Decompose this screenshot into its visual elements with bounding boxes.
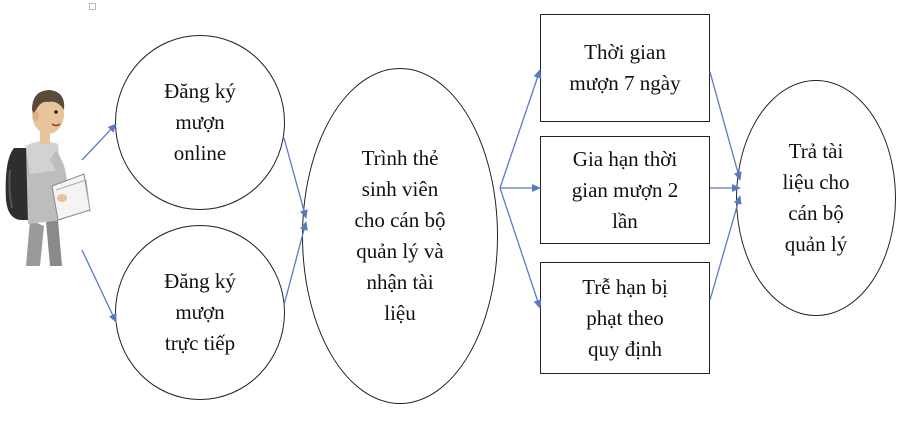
late-penalty-box: Trễ hạn bị phạt theo quy định [540,262,710,374]
arrow-time-to-return [709,71,742,181]
present-card-node: Trình thẻ sinh viên cho cán bộ quản lý v… [302,68,498,404]
return-docs-node: Trả tài liệu cho cán bộ quản lý [736,80,896,316]
corner-mark [89,3,96,10]
arrow-card-to-late [499,187,542,309]
student-with-backpack-icon [5,90,91,266]
arrow-card-to-time [499,69,542,189]
extend-box: Gia hạn thời gian mượn 2 lần [540,136,710,244]
register-direct-label: Đăng ký mượn trực tiếp [164,269,236,355]
late-penalty-label: Trễ hạn bị phạt theo quy định [582,274,668,361]
present-card-label: Trình thẻ sinh viên cho cán bộ quản lý v… [354,146,446,325]
arrow-late-to-return [709,195,742,301]
register-direct-node: Đăng ký mượn trực tiếp [115,225,285,400]
return-docs-label: Trả tài liệu cho cán bộ quản lý [782,139,850,256]
register-online-node: Đăng ký mượn online [115,35,285,210]
extend-label: Gia hạn thời gian mượn 2 lần [571,146,679,233]
borrow-time-box: Thời gian mượn 7 ngày [540,14,710,122]
register-online-label: Đăng ký mượn online [164,79,236,165]
borrow-time-label: Thời gian mượn 7 ngày [569,40,681,95]
